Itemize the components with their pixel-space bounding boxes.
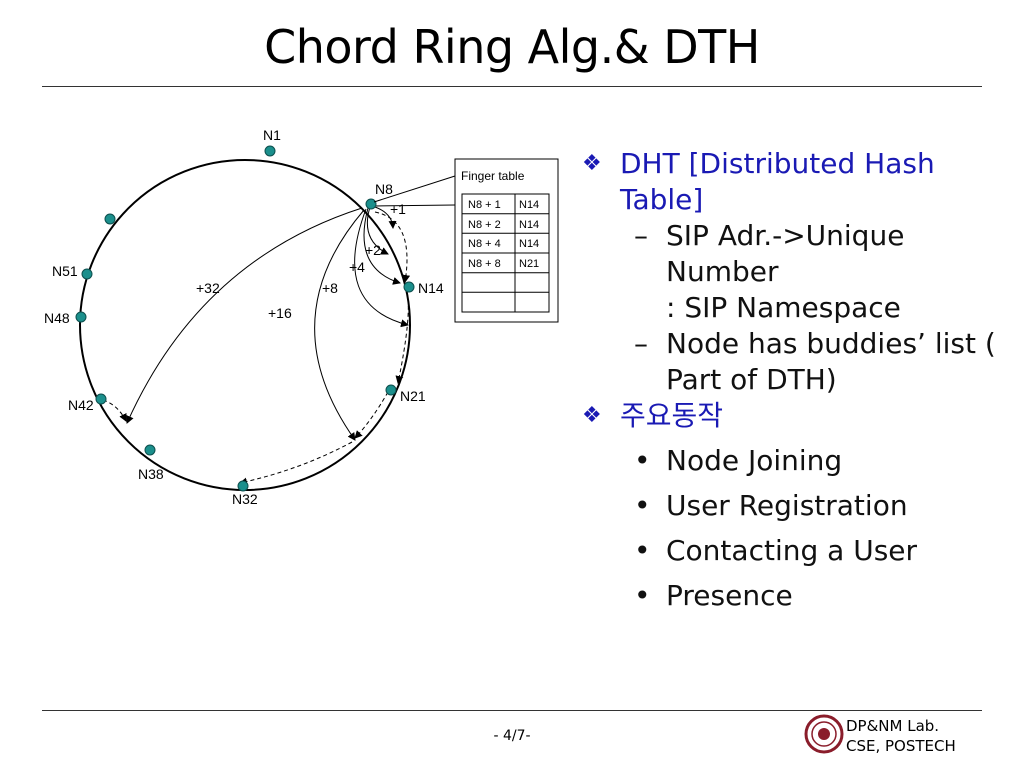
finger-table: Finger table N8 + 1 N14 N8 + 2 N14 N8 + …: [454, 158, 559, 323]
dash-bullet-icon: –: [634, 327, 648, 360]
node-label-n42: N42: [68, 397, 94, 413]
bullet-dht: ❖ DHT [Distributed Hash Table]: [582, 146, 1002, 218]
finger-table-box: [454, 158, 559, 323]
bullet-sip-address: – SIP Adr.->Unique Number : SIP Namespac…: [582, 218, 1002, 326]
chord-ring: [79, 159, 411, 491]
node-unlabeled: [104, 213, 116, 225]
lookup-arrow-n32: [239, 441, 353, 486]
lab-name-line2: CSE, POSTECH: [846, 737, 956, 755]
lab-name-line1: DP&NM Lab.: [846, 717, 940, 735]
hop-label-plus1: +1: [390, 201, 406, 217]
node-n21: [385, 384, 397, 396]
node-label-n51: N51: [52, 263, 78, 279]
title-divider: [42, 86, 982, 87]
node-label-n8: N8: [375, 181, 393, 197]
diamond-bullet-icon: ❖: [582, 151, 602, 176]
hop-label-plus32: +32: [196, 280, 220, 296]
node-label-n14: N14: [418, 280, 444, 296]
bullet-presence: • Presence: [582, 578, 1002, 614]
node-n32: [237, 480, 249, 492]
finger-row-4-start: N8 + 8: [468, 258, 501, 270]
hop-label-plus4: +4: [349, 259, 365, 275]
node-label-n21: N21: [400, 388, 426, 404]
lab-name: DP&NM Lab. CSE, POSTECH: [846, 716, 956, 756]
node-n1: [264, 145, 276, 157]
lookup-arrow-n8: [374, 211, 411, 283]
bullet-dht-label: DHT [Distributed Hash Table]: [620, 147, 935, 216]
dot-bullet-icon: •: [634, 534, 651, 567]
lookup-arrow-n14: [395, 291, 409, 384]
node-n14: [403, 281, 415, 293]
bullet-ops: ❖ 주요동작: [582, 398, 1002, 434]
node-n38: [144, 444, 156, 456]
finger-arrow-plus4: [363, 207, 401, 285]
finger-row-1-node: N14: [519, 199, 539, 211]
bullet-sip-address-text: SIP Adr.->Unique Number: [666, 219, 905, 288]
node-n51: [81, 268, 93, 280]
finger-row-2-node: N14: [519, 219, 539, 231]
hop-label-plus8: +8: [322, 280, 338, 296]
bullet-list: ❖ DHT [Distributed Hash Table] – SIP Adr…: [582, 146, 1002, 614]
bullet-buddies-text: Node has buddies’ list ( Part of DTH): [666, 327, 996, 396]
chord-ring-diagram: N1 N8 N14 N21 N32 N38 N42 N48 N51 +1 +2 …: [44, 127, 559, 507]
lookup-arrow-n42: [102, 399, 127, 422]
postech-seal-icon: [804, 714, 844, 754]
bullet-buddies: – Node has buddies’ list ( Part of DTH): [582, 326, 1002, 398]
finger-arrow-plus32: [126, 207, 363, 424]
footer-divider: [42, 710, 982, 711]
finger-arrow-plus8: [354, 208, 409, 328]
diamond-bullet-icon: ❖: [582, 403, 602, 428]
finger-row-1-start: N8 + 1: [468, 199, 501, 211]
bullet-user-registration-text: User Registration: [666, 489, 908, 522]
callout-line-upper: [373, 175, 456, 203]
bullet-presence-text: Presence: [666, 579, 793, 612]
node-label-n48: N48: [44, 310, 70, 326]
bullet-contacting-user-text: Contacting a User: [666, 534, 918, 567]
bullet-ops-label: 주요동작: [620, 399, 724, 432]
finger-row-4-node: N21: [519, 258, 539, 270]
dot-bullet-icon: •: [634, 489, 651, 522]
dot-bullet-icon: •: [634, 444, 651, 477]
lookup-arrow-n21: [354, 391, 389, 439]
node-label-n32: N32: [232, 491, 258, 507]
node-label-n1: N1: [263, 127, 281, 143]
callout-line-lower: [375, 204, 456, 207]
dash-bullet-icon: –: [634, 219, 648, 252]
node-n8: [365, 198, 377, 210]
finger-arrow-plus16: [314, 209, 365, 441]
finger-arrow-plus2: [366, 206, 389, 255]
hop-label-plus2: +2: [365, 242, 381, 258]
slide-title: Chord Ring Alg.& DTH: [264, 20, 760, 74]
page-number: - 4/7-: [493, 728, 531, 744]
bullet-contacting-user: • Contacting a User: [582, 533, 1002, 569]
finger-row-3-node: N14: [519, 238, 539, 250]
ring-nodes: [75, 145, 415, 492]
finger-row-3-start: N8 + 4: [468, 238, 501, 250]
finger-row-2-start: N8 + 2: [468, 219, 501, 231]
bullet-node-joining: • Node Joining: [582, 443, 1002, 479]
hop-label-plus16: +16: [268, 305, 292, 321]
node-label-n38: N38: [138, 466, 164, 482]
bullet-node-joining-text: Node Joining: [666, 444, 843, 477]
bullet-sip-namespace-text: : SIP Namespace: [666, 291, 901, 324]
node-n48: [75, 311, 87, 323]
dot-bullet-icon: •: [634, 579, 651, 612]
node-n42: [95, 393, 107, 405]
bullet-user-registration: • User Registration: [582, 488, 1002, 524]
finger-table-title: Finger table: [461, 169, 525, 183]
